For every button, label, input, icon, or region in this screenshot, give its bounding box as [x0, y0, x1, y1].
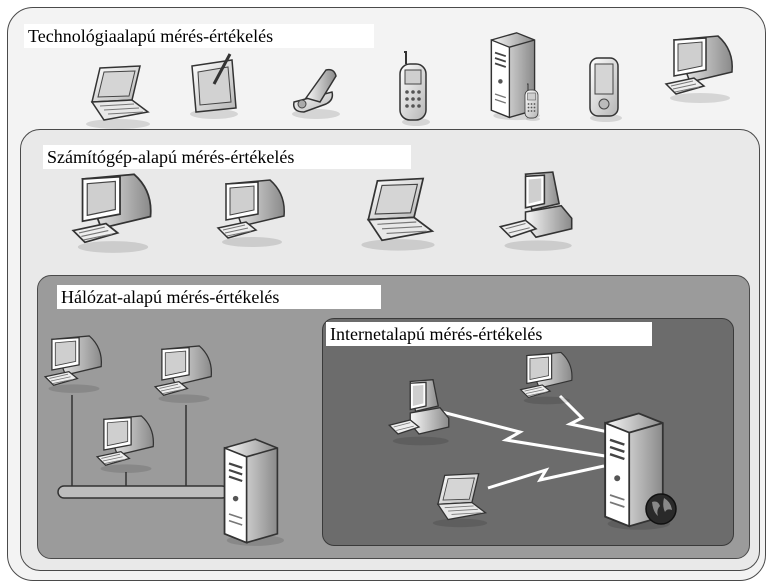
- laptop-icon: [78, 62, 158, 132]
- wireless-link-workstation: [558, 394, 619, 436]
- desktop-pc-icon: [384, 378, 454, 448]
- laptop-icon: [352, 174, 444, 254]
- wireless-link-laptop: [487, 464, 605, 490]
- globe-icon: [645, 493, 677, 525]
- network-bus: [57, 485, 229, 499]
- computer-label: Számítógép-alapú mérés-értékelés: [43, 145, 411, 169]
- workstation-icon: [92, 414, 160, 474]
- crt-monitor-keyboard-icon: [66, 172, 160, 254]
- wireless-link-pc: [441, 410, 606, 458]
- mobile-phone-icon: [394, 48, 434, 128]
- small-monitor-keyboard-icon: [212, 178, 292, 248]
- pda-icon: [584, 54, 624, 124]
- server-icon: [218, 434, 284, 550]
- laptop-icon: [426, 470, 494, 530]
- mobile-phone-icon: [522, 82, 542, 122]
- technology-label: Technológiaalapú mérés-értékelés: [24, 24, 374, 48]
- internet-label: Internetalapú mérés-értékelés: [326, 322, 652, 346]
- flip-phone-icon: [286, 62, 346, 122]
- network-label: Hálózat-alapú mérés-értékelés: [57, 285, 381, 309]
- tablet-pen-icon: [184, 52, 244, 122]
- workstation-icon: [40, 334, 108, 394]
- desktop-pc-icon: [494, 170, 578, 254]
- workstation-icon: [516, 350, 578, 406]
- desktop-monitor-icon: [660, 34, 740, 104]
- workstation-icon: [150, 344, 218, 404]
